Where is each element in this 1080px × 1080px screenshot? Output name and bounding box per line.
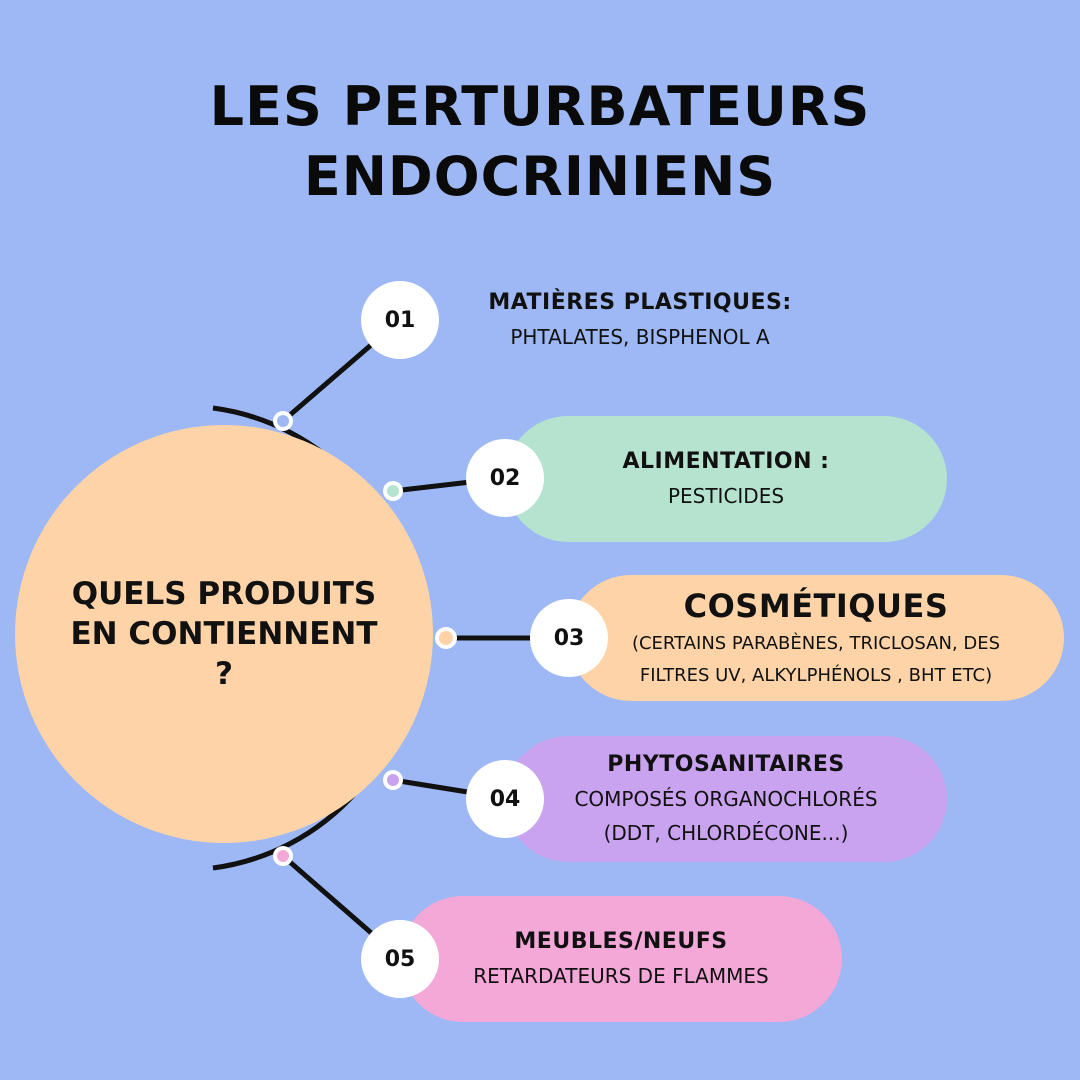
item-05-sub: RETARDATEURS DE FLAMMES [473, 964, 769, 988]
item-01-title: MATIÈRES PLASTIQUES: [488, 290, 792, 315]
item-02-title: ALIMENTATION : [622, 449, 830, 474]
number-badge-04: 04 [466, 760, 544, 838]
item-04-sub-2: (DDT, CHLORDÉCONE...) [603, 821, 849, 845]
center-line-1: QUELS PRODUITS [71, 576, 377, 612]
item-04-title: PHYTOSANITAIRES [607, 752, 845, 777]
item-01-text: MATIÈRES PLASTIQUES: PHTALATES, BISPHENO… [440, 280, 840, 360]
item-04-sub-1: COMPOSÉS ORGANOCHLORÉS [574, 787, 878, 811]
page-title: LES PERTURBATEURS ENDOCRINIENS [0, 72, 1080, 212]
item-03-pill: COSMÉTIQUES (CERTAINS PARABÈNES, TRICLOS… [568, 575, 1064, 701]
center-line-2: EN CONTIENNENT [70, 616, 378, 652]
title-line-2: ENDOCRINIENS [303, 145, 777, 208]
center-line-3: ? [215, 656, 233, 692]
item-03-title: COSMÉTIQUES [683, 587, 949, 625]
item-02-sub: PESTICIDES [667, 484, 785, 508]
item-05-title: MEUBLES/NEUFS [514, 929, 728, 954]
item-03-sub-1: (CERTAINS PARABÈNES, TRICLOSAN, DES [631, 633, 1001, 654]
item-02-pill: ALIMENTATION : PESTICIDES [505, 416, 947, 542]
number-badge-05: 05 [361, 920, 439, 998]
item-03-sub-2: FILTRES UV, ALKYLPHÉNOLS , BHT ETC) [639, 665, 993, 686]
item-04-pill: PHYTOSANITAIRES COMPOSÉS ORGANOCHLORÉS (… [505, 736, 947, 862]
number-badge-03: 03 [530, 599, 608, 677]
title-line-1: LES PERTURBATEURS [209, 75, 871, 138]
center-question-circle: QUELS PRODUITS EN CONTIENNENT ? [15, 425, 433, 843]
item-01-sub: PHTALATES, BISPHENOL A [510, 325, 770, 349]
number-badge-02: 02 [466, 439, 544, 517]
item-05-pill: MEUBLES/NEUFS RETARDATEURS DE FLAMMES [400, 896, 842, 1022]
number-badge-01: 01 [361, 281, 439, 359]
